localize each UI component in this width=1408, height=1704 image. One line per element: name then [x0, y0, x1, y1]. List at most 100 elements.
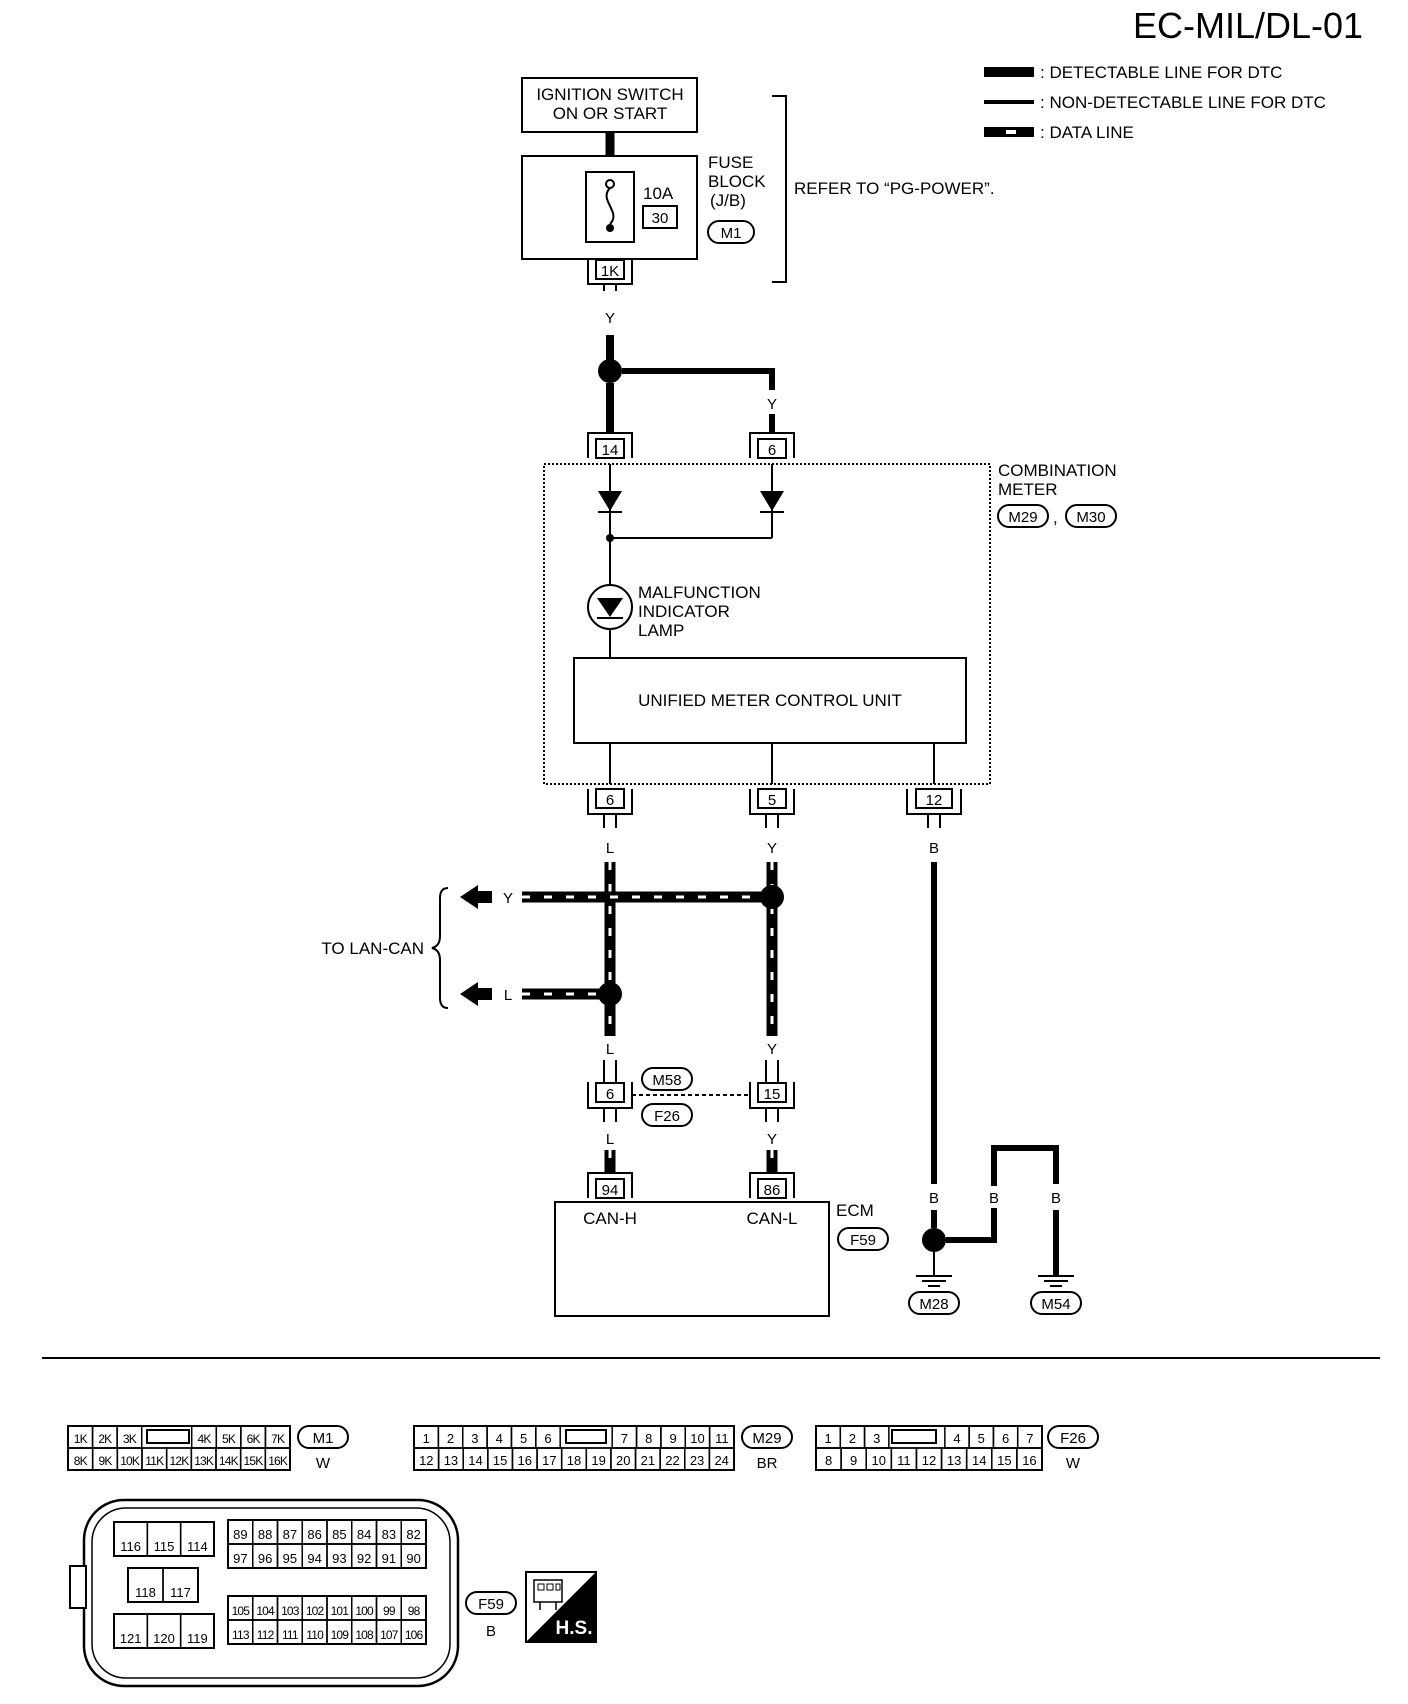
pin-1K: 1K [587, 259, 633, 291]
terminal-number: 106 [405, 1628, 424, 1642]
joint-connector-F26: F26 [654, 1108, 680, 1125]
terminal-number: 119 [187, 1631, 208, 1646]
terminal-number: 15 [493, 1453, 507, 1468]
terminal-number: 2K [98, 1432, 112, 1446]
svg-text:ON OR START: ON OR START [553, 104, 668, 123]
legend-data: : DATA LINE [1040, 123, 1134, 142]
terminal-number: 24 [714, 1453, 728, 1468]
terminal-number: 114 [187, 1539, 208, 1554]
terminal-number: 13 [947, 1453, 961, 1468]
terminal-cell [400, 1543, 427, 1569]
svg-text:1K: 1K [601, 263, 619, 280]
pin-12-output: 12 [906, 788, 962, 828]
terminal-number: 112 [257, 1628, 275, 1642]
terminal-number: 90 [406, 1551, 420, 1566]
svg-text:6: 6 [768, 442, 776, 459]
terminal-number: 7K [271, 1432, 285, 1446]
harness-side-badge: H.S. [525, 1571, 597, 1643]
splice-top [598, 359, 622, 383]
meter-connector-M29: M29 [1008, 509, 1037, 526]
svg-text:12: 12 [926, 792, 943, 809]
joint-pin-15: 15 [749, 1082, 795, 1122]
terminal-number: 111 [282, 1628, 299, 1642]
terminal-number: 3 [873, 1431, 880, 1446]
terminal-number: 88 [258, 1527, 272, 1542]
svg-text:COMBINATION: COMBINATION [998, 461, 1117, 480]
terminal-number: 22 [665, 1453, 679, 1468]
terminal-cell [162, 1567, 199, 1603]
svg-text:86: 86 [764, 1182, 781, 1199]
terminal-number: 7 [621, 1431, 628, 1446]
terminal-number: 16K [268, 1454, 288, 1468]
svg-text:M1: M1 [313, 1430, 334, 1447]
hs-label: H.S. [556, 1618, 593, 1639]
legend-non-detectable: : NON-DETECTABLE LINE FOR DTC [1040, 93, 1326, 112]
fuse-block: 10A 30 FUSE BLOCK (J/B) M1 REFER TO “PG-… [521, 95, 995, 283]
ecm-pin-86: 86 [749, 1172, 795, 1199]
ecm: CAN-H CAN-L ECM F59 [554, 1201, 889, 1317]
terminal-number: 97 [233, 1551, 247, 1566]
ground-M54: M54 [1041, 1296, 1070, 1313]
terminal-number: 12 [419, 1453, 433, 1468]
terminal-number: 82 [406, 1527, 420, 1542]
svg-text:,: , [1053, 508, 1058, 527]
terminal-number: 120 [153, 1631, 175, 1646]
terminal-number: 20 [616, 1453, 630, 1468]
wire-color-y-meter: Y [767, 840, 777, 857]
terminal-number: 1 [423, 1431, 430, 1446]
svg-text:5: 5 [768, 792, 776, 809]
terminal-number: 1 [825, 1431, 832, 1446]
terminal-number: 9K [98, 1454, 112, 1468]
terminal-number: 91 [382, 1551, 396, 1566]
terminal-number: 15 [997, 1453, 1011, 1468]
terminal-number: 108 [355, 1628, 374, 1642]
terminal-number: 85 [332, 1527, 346, 1542]
terminal-cell [179, 1521, 215, 1557]
svg-text:FUSE: FUSE [708, 153, 753, 172]
terminal-number: 12K [170, 1454, 190, 1468]
svg-text:B: B [486, 1623, 496, 1640]
svg-text:ECM: ECM [836, 1201, 874, 1220]
terminal-number: 10K [120, 1454, 140, 1468]
terminal-number: 4 [496, 1431, 503, 1446]
wire-color-y-joint-top: Y [767, 1041, 777, 1058]
terminal-number: 16 [518, 1453, 532, 1468]
terminal-number: 17 [542, 1453, 556, 1468]
lan-can-wire-l: L [504, 987, 512, 1004]
terminal-number: 9 [850, 1453, 857, 1468]
terminal-number: 118 [135, 1585, 156, 1600]
pin-6-input: 6 [749, 432, 795, 459]
terminal-number: 95 [283, 1551, 297, 1566]
terminal-number: 15K [244, 1454, 264, 1468]
terminal-number: 12 [922, 1453, 936, 1468]
terminal-number: 5 [520, 1431, 527, 1446]
terminal-number: 18 [567, 1453, 581, 1468]
terminal-number: 4 [953, 1431, 960, 1446]
terminal-number: 7 [1026, 1431, 1033, 1446]
terminal-number: 102 [306, 1604, 325, 1618]
svg-text:CAN-H: CAN-H [583, 1209, 637, 1228]
wire-color-l-meter: L [606, 840, 614, 857]
terminal-number: 116 [120, 1539, 141, 1554]
fuse-rating: 10A [643, 184, 674, 203]
terminal-number: 89 [233, 1527, 247, 1542]
terminal-number: 10 [872, 1453, 886, 1468]
svg-text:CAN-L: CAN-L [746, 1209, 797, 1228]
terminal-number: 8K [74, 1454, 88, 1468]
terminal-number: 11K [145, 1454, 164, 1468]
wire-color-y-top: Y [605, 310, 615, 327]
terminal-number: 13K [194, 1454, 214, 1468]
svg-text:W: W [316, 1455, 331, 1472]
wire-color-l-ecm: L [606, 1131, 614, 1148]
terminal-cell [1016, 1447, 1043, 1471]
mil-lamp [587, 584, 633, 630]
svg-text:F26: F26 [1060, 1430, 1086, 1447]
ecm-pin-94: 94 [587, 1172, 633, 1199]
wire-color-b-ground-3: B [1051, 1190, 1061, 1207]
legend: : DETECTABLE LINE FOR DTC : NON-DETECTAB… [984, 63, 1326, 142]
terminal-number: 109 [331, 1628, 350, 1642]
terminal-number: 16 [1022, 1453, 1036, 1468]
svg-text:IGNITION SWITCH: IGNITION SWITCH [536, 85, 683, 104]
